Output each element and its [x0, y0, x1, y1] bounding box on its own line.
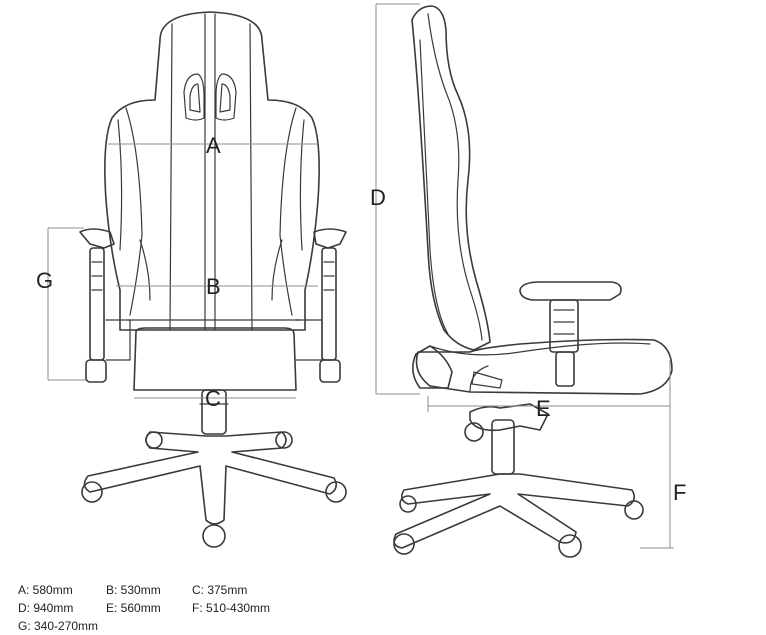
label-c: C [205, 386, 221, 411]
label-f: F [673, 480, 686, 505]
spec-a: A: 580mm [18, 583, 73, 597]
dimension-specs: A: 580mm B: 530mm C: 375mm D: 940mm E: 5… [18, 581, 378, 635]
label-g: G [36, 268, 53, 293]
label-d: D [370, 185, 386, 210]
spec-d: D: 940mm [18, 601, 74, 615]
label-a: A [206, 133, 221, 158]
spec-row: D: 940mm E: 560mm F: 510-430mm [18, 599, 378, 617]
front-view [79, 11, 347, 548]
chair-dimension-diagram: A B C G D E F [36, 3, 686, 558]
spec-row: G: 340-270mm [18, 617, 378, 635]
dimension-lines [47, 3, 674, 549]
spec-e: E: 560mm [106, 601, 161, 615]
label-e: E [536, 396, 551, 421]
spec-g: G: 340-270mm [18, 619, 99, 633]
spec-f: F: 510-430mm [192, 601, 271, 615]
label-b: B [206, 274, 221, 299]
spec-row: A: 580mm B: 530mm C: 375mm [18, 581, 378, 599]
side-view [393, 5, 673, 558]
spec-c: C: 375mm [192, 583, 248, 597]
spec-b: B: 530mm [106, 583, 161, 597]
